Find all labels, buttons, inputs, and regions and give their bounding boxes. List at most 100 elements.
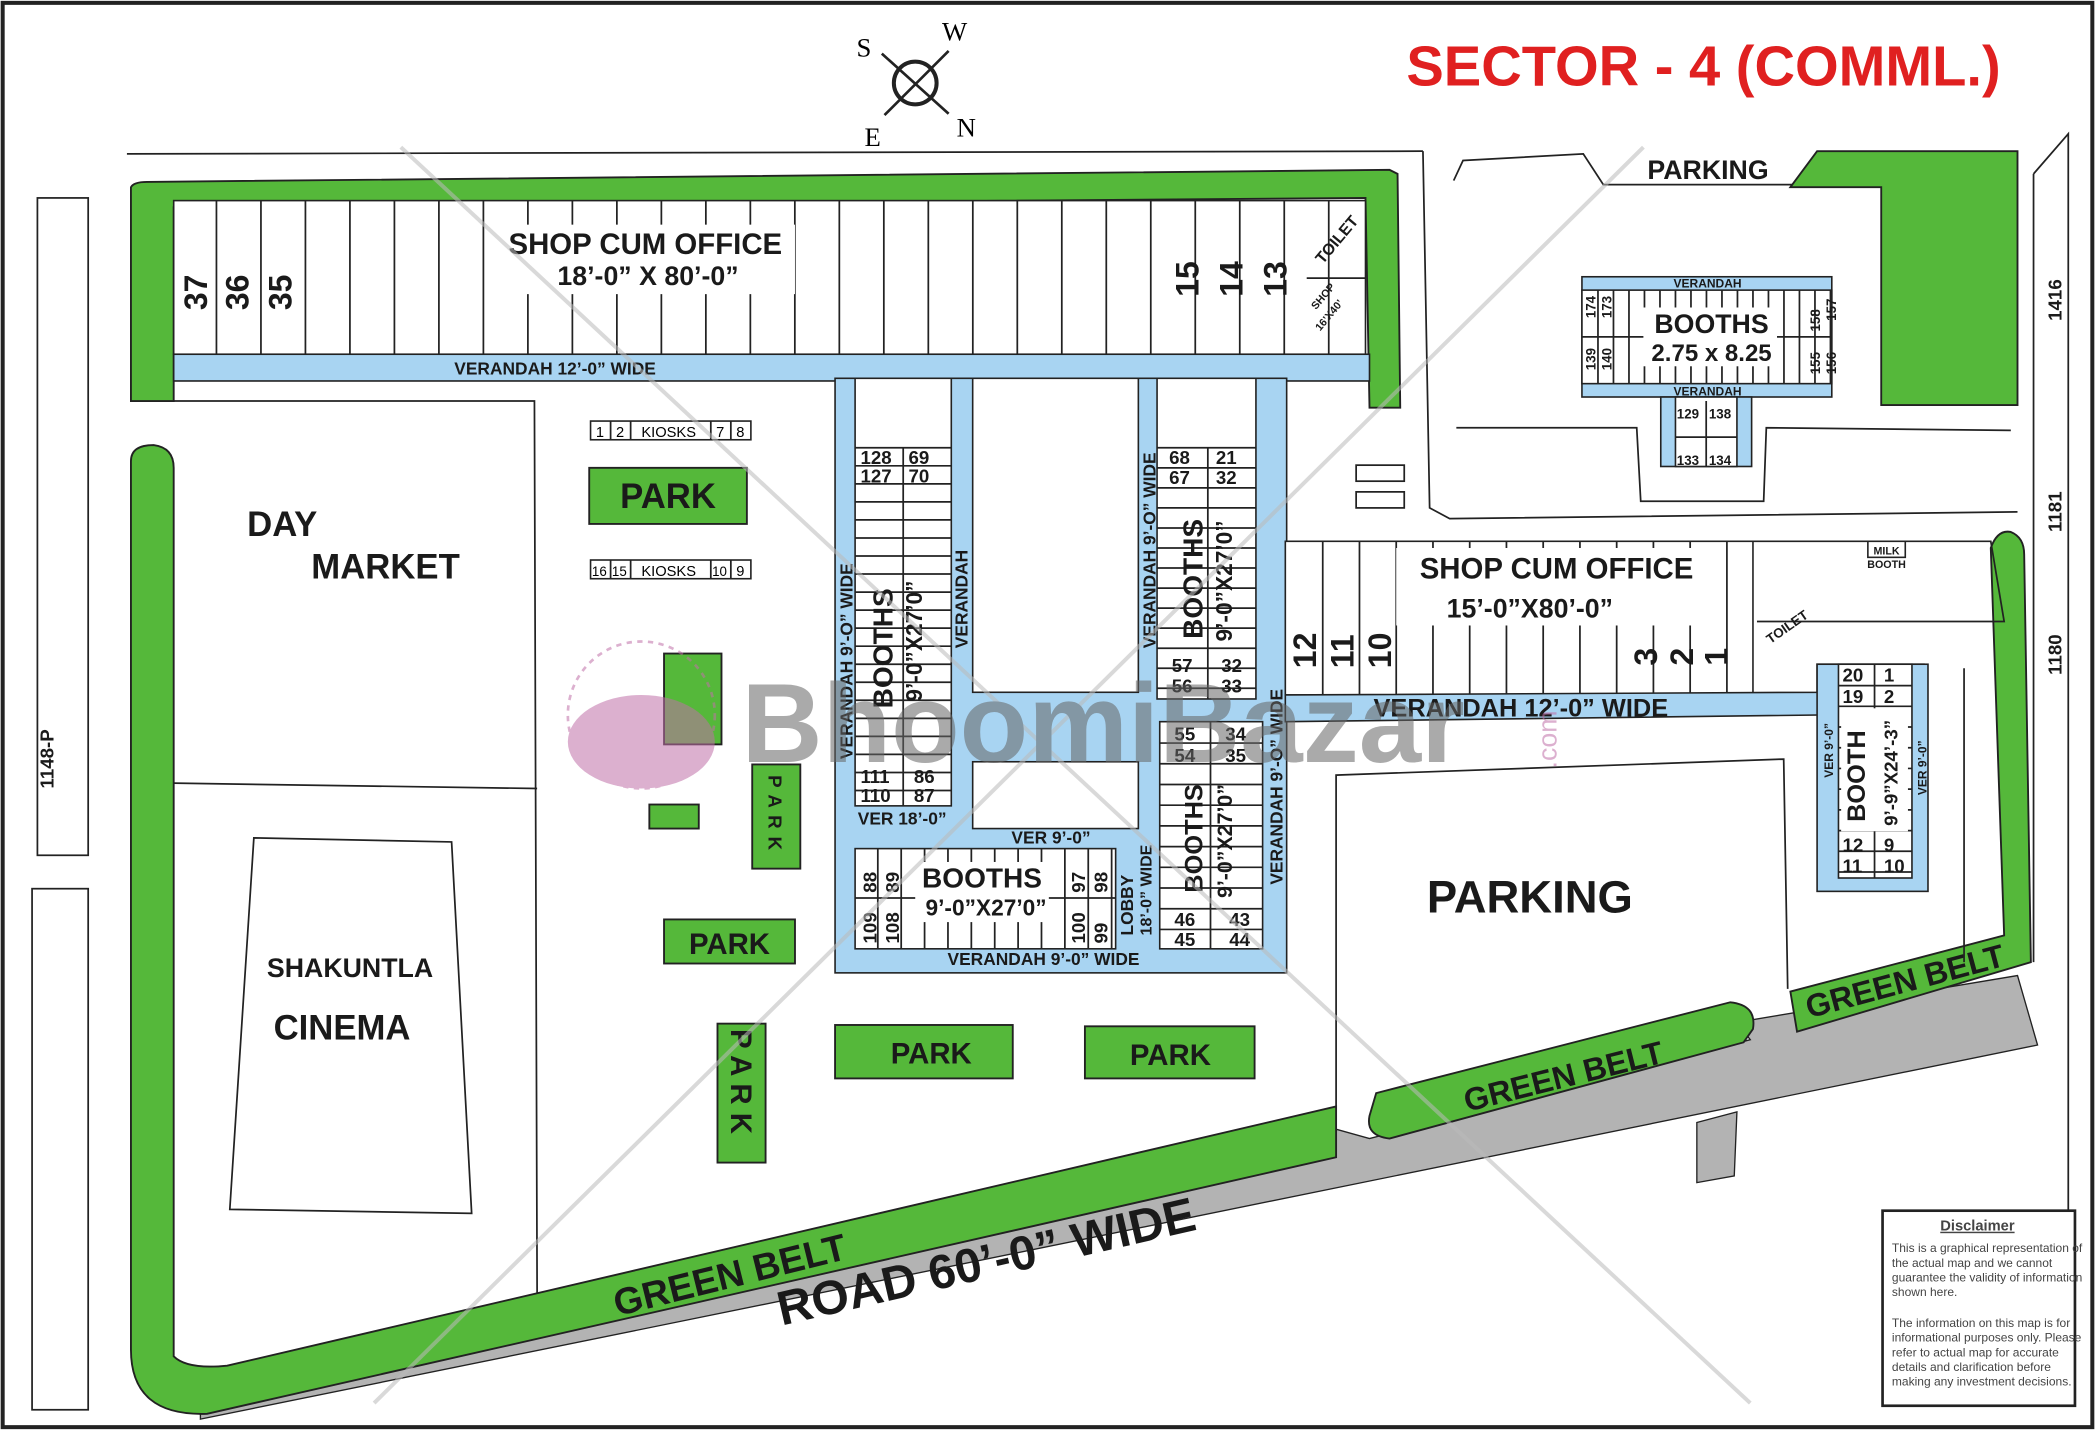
park-2 (663, 918, 796, 965)
booths-label: BOOTHS (1654, 309, 1768, 339)
svg-text:1: 1 (1699, 648, 1735, 666)
compass-icon: S W E N (856, 16, 976, 152)
shop-title-right: SHOP CUM OFFICE (1420, 553, 1694, 586)
svg-text:the actual map and we cannot: the actual map and we cannot (1892, 1256, 2053, 1270)
verandah-label: VERANDAH 9’-0” WIDE (948, 949, 1140, 969)
svg-text:KIOSKS: KIOSKS (641, 425, 696, 441)
svg-text:9: 9 (736, 564, 744, 580)
booth-size: 9’-9”X24’-3” (1880, 720, 1901, 826)
green-belt-left (130, 444, 1338, 1415)
booths-label: BOOTHS (868, 588, 899, 708)
svg-text:44: 44 (1229, 929, 1250, 950)
svg-text:127: 127 (860, 466, 891, 487)
svg-text:details and clarification befo: details and clarification before (1892, 1360, 2051, 1374)
parking-main-outline (1335, 758, 1789, 1107)
svg-text:1: 1 (1884, 665, 1894, 686)
parking-main-label: PARKING (1427, 872, 1633, 923)
svg-text:.com: .com (1533, 711, 1563, 769)
park-label: PARK (891, 1038, 972, 1071)
milk-booth-label: BOOTH (1867, 559, 1906, 571)
lobby-label: LOBBY (1117, 874, 1137, 935)
parking-top-label: PARKING (1647, 155, 1768, 185)
svg-text:128: 128 (860, 447, 891, 468)
cinema-name: SHAKUNTLA (267, 953, 433, 983)
green-area-parking (1788, 150, 2019, 406)
svg-text:139: 139 (1583, 348, 1598, 370)
svg-text:19: 19 (1842, 686, 1863, 707)
svg-text:16: 16 (592, 564, 607, 579)
svg-text:156: 156 (1824, 352, 1839, 374)
park-3 (834, 1024, 1014, 1080)
svg-text:Disclaimer: Disclaimer (1940, 1219, 2015, 1235)
svg-text:E: E (864, 122, 880, 152)
verandah-label: VERANDAH (951, 550, 971, 648)
svg-text:111: 111 (860, 766, 889, 787)
verandah-label: VERANDAH 12’-0” WIDE (1374, 694, 1669, 722)
day-market-label: DAY (247, 506, 317, 544)
road-label-left: 1148-P (36, 729, 57, 788)
road-label-right-mid: 1181 (2045, 491, 2066, 532)
verandah-label: VER 9’-0” (1011, 827, 1090, 847)
svg-text:9: 9 (1884, 834, 1894, 855)
svg-text:57: 57 (1172, 655, 1193, 676)
plot-number: 35 (262, 275, 298, 311)
svg-text:7: 7 (716, 425, 724, 441)
verandah-top (172, 353, 1371, 382)
booth-size: 2.75 x 8.25 (1651, 340, 1771, 367)
svg-text:46: 46 (1174, 909, 1195, 930)
svg-text:33: 33 (1221, 675, 1242, 696)
svg-text:98: 98 (1091, 872, 1112, 893)
booth-block-right (1156, 377, 1257, 700)
park-4 (1083, 1025, 1256, 1080)
booth-size: 9’-0”X27’0” (1211, 520, 1237, 641)
road-stub (1696, 1110, 1738, 1184)
verandah-label: VER 9’-0” (1916, 740, 1930, 795)
verandah-label: VERANDAH (1673, 276, 1741, 290)
map-title: SECTOR - 4 (COMML.) (1406, 35, 2000, 98)
svg-text:134: 134 (1709, 453, 1732, 468)
svg-text:32: 32 (1221, 655, 1242, 676)
booth-label: BOOTH (1843, 730, 1871, 822)
park-vertical-2 (716, 1022, 767, 1164)
svg-text:20: 20 (1842, 665, 1863, 686)
plot-number: 14 (1214, 261, 1250, 297)
booth-label-bg (915, 861, 1049, 923)
svg-text:1: 1 (596, 425, 604, 441)
green-belt-right (1789, 530, 2032, 1033)
plot-number: 15 (1169, 261, 1205, 297)
booth-size: 9’-0”X27’0” (901, 580, 927, 701)
verandah-label: VERANDAH (1673, 385, 1741, 399)
booths-label: BOOTHS (1177, 519, 1208, 639)
booth-size: 9’-0”X27’0” (925, 894, 1046, 920)
day-market-outline (173, 400, 538, 1294)
park-label: PARK (1130, 1039, 1211, 1072)
lobby-size: 18’-0” WIDE (1138, 844, 1156, 935)
verandah-label: VERANDAH 9’-O” WIDE (1267, 689, 1287, 885)
svg-text:45: 45 (1174, 929, 1195, 950)
svg-text:15: 15 (612, 564, 627, 579)
svg-text:N: N (957, 112, 976, 142)
svg-text:21: 21 (1216, 447, 1237, 468)
svg-text:32: 32 (1216, 467, 1237, 488)
svg-text:3: 3 (1628, 648, 1664, 666)
park-label: PARK (620, 478, 716, 516)
shop-size-right: 15’-0”X80’-0” (1447, 593, 1613, 623)
svg-text:158: 158 (1808, 309, 1823, 332)
svg-text:11: 11 (1324, 634, 1360, 668)
svg-text:10: 10 (1362, 633, 1398, 669)
svg-text:12: 12 (1842, 834, 1863, 855)
park-tiny (648, 803, 700, 830)
verandah-top-label: VERANDAH 12’-0” WIDE (454, 358, 656, 378)
svg-text:157: 157 (1824, 299, 1839, 321)
svg-text:BhoomiBazar: BhoomiBazar (742, 660, 1465, 786)
svg-text:173: 173 (1599, 296, 1614, 318)
svg-text:The information on this map is: The information on this map is for (1892, 1316, 2070, 1330)
svg-text:133: 133 (1677, 453, 1699, 468)
park-label: P A R K (764, 775, 785, 851)
plot-number: 36 (220, 275, 256, 311)
booth-size: 9’-0”X27’0” (1213, 784, 1237, 898)
